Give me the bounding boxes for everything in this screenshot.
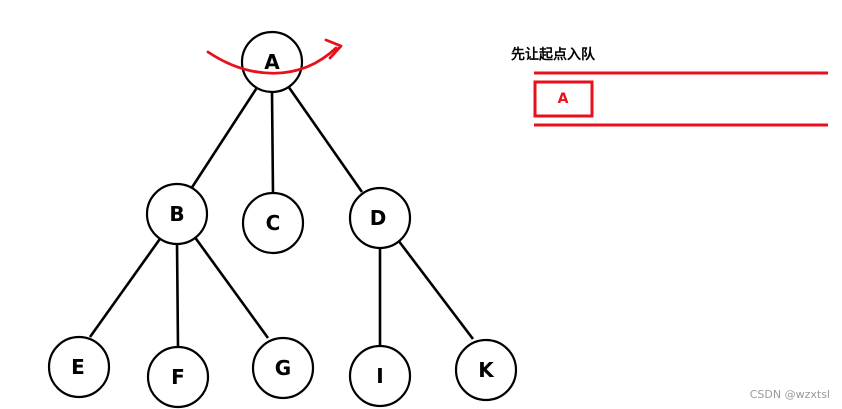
node-f: F [146, 345, 210, 409]
node-f-label: F [171, 365, 185, 389]
node-b: B [145, 182, 209, 246]
node-a-label: A [264, 50, 280, 74]
node-i-label: I [376, 364, 383, 388]
node-k-label: K [478, 358, 495, 382]
queue-item-a: A [533, 80, 594, 118]
edge-a-c [270, 91, 275, 195]
node-b-label: B [169, 202, 184, 226]
tree-edges [88, 85, 475, 348]
edge-a-d [286, 85, 364, 193]
traversal-arrow-icon [206, 38, 343, 75]
node-c: C [241, 191, 305, 255]
node-e: E [47, 335, 111, 399]
edge-b-f [175, 241, 180, 348]
node-g-label: G [275, 356, 291, 380]
edge-b-e [88, 235, 164, 338]
edge-a-b [187, 85, 260, 193]
node-g: G [251, 336, 315, 400]
node-k: K [454, 338, 518, 402]
node-e-label: E [71, 355, 85, 379]
queue-caption: 先让起点入队 [511, 46, 596, 63]
edge-b-g [192, 235, 270, 339]
watermark: CSDN @wzxtsl [750, 388, 830, 401]
edge-d-k [396, 239, 475, 340]
queue-item-a-label: A [558, 91, 569, 107]
node-d-label: D [370, 206, 387, 230]
node-d: D [348, 186, 412, 250]
node-i: I [348, 344, 412, 408]
node-c-label: C [266, 211, 281, 235]
node-a: A [240, 30, 304, 94]
